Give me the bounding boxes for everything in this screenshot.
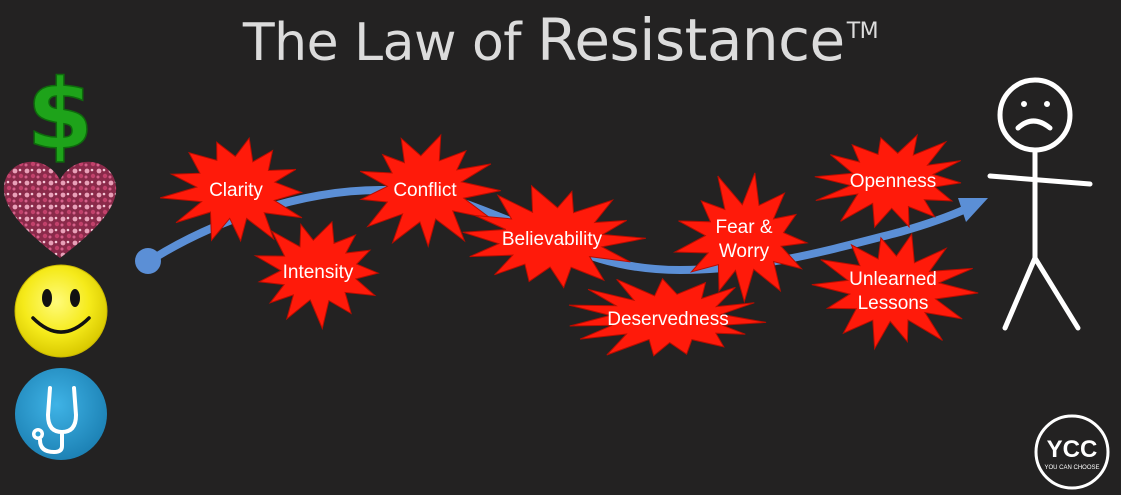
- burst-label-unlearned-lessons-1: Unlearned: [849, 269, 937, 290]
- burst-openness: Openness: [814, 133, 962, 229]
- arrow-head: [958, 198, 988, 222]
- logo-main: YCC: [1047, 436, 1098, 463]
- burst-fear-worry: Fear & Worry: [672, 172, 809, 304]
- svg-text:$: $: [27, 59, 94, 171]
- burst-label-fear-worry-1: Fear &: [715, 217, 772, 238]
- trademark-mark: TM: [846, 19, 879, 44]
- dollar-icon: $: [26, 58, 94, 172]
- burst-deservedness: Deservedness: [568, 277, 767, 357]
- smiley-icon: [14, 264, 108, 358]
- heart-icon: [3, 161, 117, 258]
- burst-label-intensity: Intensity: [283, 262, 354, 283]
- burst-label-deservedness: Deservedness: [607, 309, 728, 330]
- burst-shape: [811, 232, 979, 351]
- path-start-dot: [135, 248, 161, 274]
- burst-label-clarity: Clarity: [209, 180, 263, 201]
- stick-figure-head: [997, 77, 1073, 153]
- title-main: Resistance: [537, 6, 845, 74]
- burst-shape: [359, 133, 501, 249]
- burst-clarity: Clarity: [159, 136, 304, 243]
- burst-conflict: Conflict: [359, 133, 501, 249]
- burst-shape: [672, 172, 809, 304]
- burst-shape: [462, 184, 646, 289]
- burst-shape: [159, 136, 304, 243]
- page-title: The Law of ResistanceTM: [0, 6, 1121, 74]
- burst-label-conflict: Conflict: [393, 180, 457, 201]
- burst-label-believability: Believability: [502, 229, 603, 250]
- burst-label-fear-worry-2: Worry: [719, 241, 770, 262]
- burst-intensity: Intensity: [253, 220, 380, 331]
- title-prefix: The Law of: [242, 13, 538, 73]
- stick-figure: [987, 77, 1093, 331]
- sad-mouth: [1015, 118, 1053, 131]
- logo-sub: YOU CAN CHOOSE: [1044, 465, 1099, 471]
- ycc-logo: YCC YOU CAN CHOOSE: [1034, 414, 1110, 490]
- burst-believability: Believability: [462, 184, 646, 289]
- stethoscope-icon: [15, 368, 107, 460]
- burst-label-unlearned-lessons-2: Lessons: [858, 293, 929, 314]
- burst-label-openness: Openness: [850, 171, 937, 192]
- burst-shape: [568, 277, 767, 357]
- burst-shape: [814, 133, 962, 229]
- burst-shape: [253, 220, 380, 331]
